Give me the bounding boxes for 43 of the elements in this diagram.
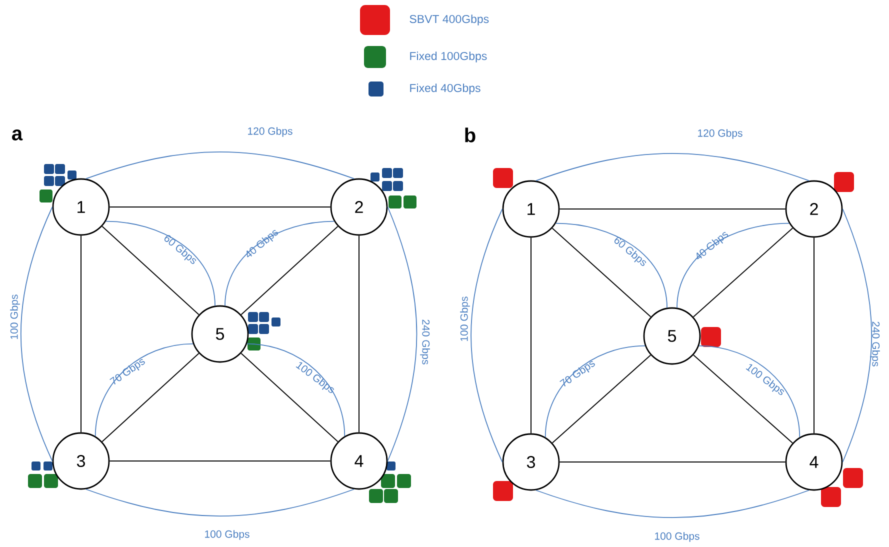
panel-label: a <box>12 130 23 140</box>
link-curve <box>105 220 216 306</box>
link-line <box>552 354 652 444</box>
link-line <box>80 235 82 433</box>
legend-label: Fixed 100Gbps <box>410 52 487 62</box>
edge-label: 240 Gbps <box>420 320 430 364</box>
link-curve <box>470 208 503 462</box>
edge-label: 100 Gbps <box>460 296 470 341</box>
link-curve <box>536 490 810 518</box>
link-curve <box>387 206 418 462</box>
legend-label: Fixed 40Gbps <box>410 84 480 94</box>
panel-label: b <box>465 128 476 142</box>
link-curve <box>246 343 346 437</box>
link-curve <box>86 151 354 180</box>
link-curve <box>20 206 53 462</box>
edge-label: 120 Gbps <box>248 127 292 137</box>
link-curve <box>536 152 810 182</box>
link-curve <box>544 345 646 438</box>
link-curve <box>842 208 872 462</box>
edge-label: 100 Gbps <box>205 530 250 540</box>
link-line <box>692 354 794 444</box>
link-curve <box>94 343 194 437</box>
link-line <box>552 228 652 318</box>
edge-label: 240 Gbps <box>870 322 880 366</box>
link-curve <box>698 345 800 438</box>
link-line <box>240 226 338 316</box>
edge-label: 100 Gbps <box>10 294 20 339</box>
link-curve <box>555 222 668 308</box>
link-line <box>109 206 331 208</box>
edge-label: 100 Gbps <box>655 532 700 542</box>
edge-label: 120 Gbps <box>698 129 742 139</box>
link-line <box>530 237 532 434</box>
link-line <box>240 352 338 442</box>
link-line <box>102 226 200 316</box>
link-line <box>102 352 200 442</box>
link-curve <box>676 222 790 308</box>
link-line <box>692 228 794 318</box>
link-line <box>109 460 331 462</box>
link-line <box>559 208 786 210</box>
link-curve <box>224 220 335 306</box>
link-line <box>358 235 360 433</box>
legend-label: SBVT 400Gbps <box>410 14 489 26</box>
link-curve <box>86 488 354 517</box>
